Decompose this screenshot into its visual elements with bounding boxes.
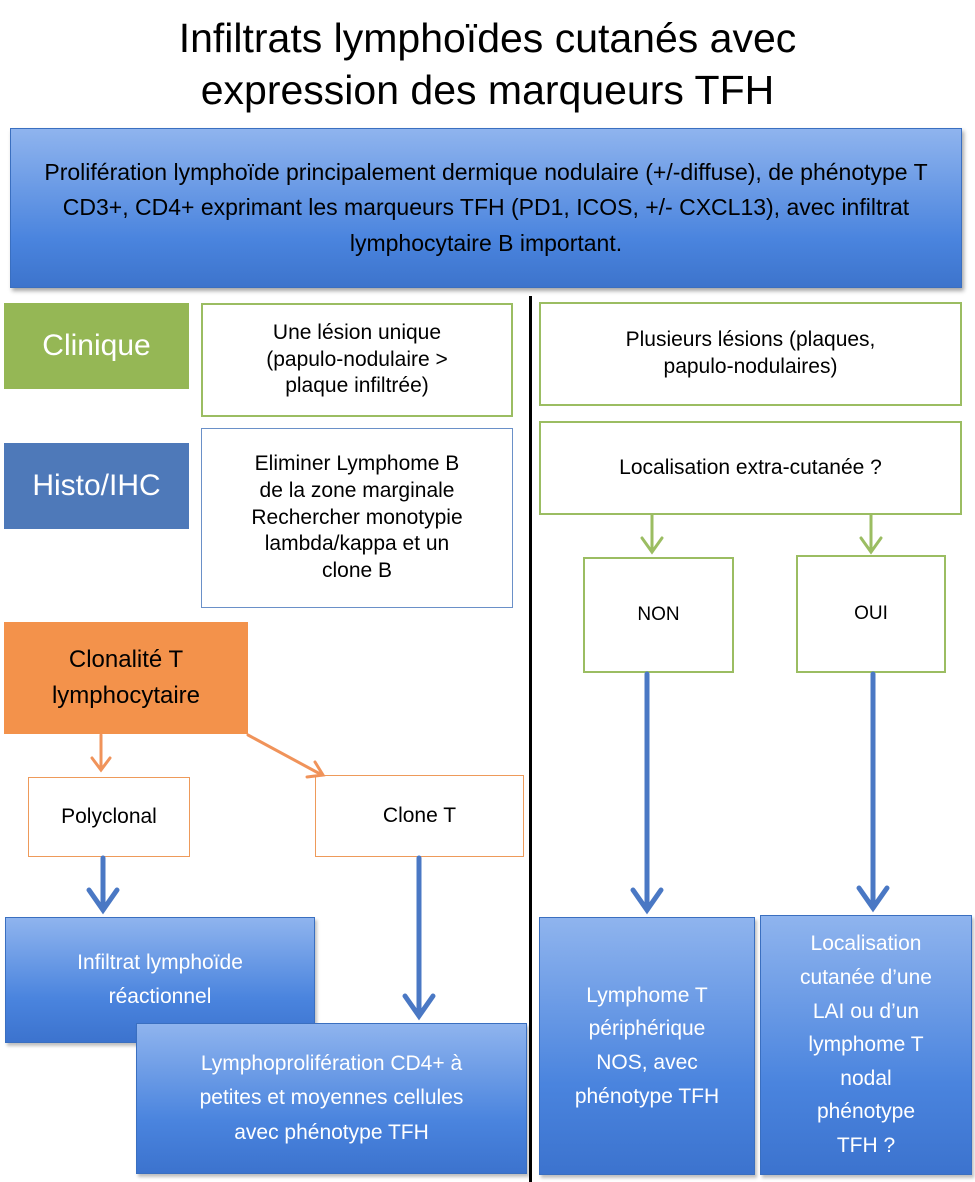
label-clinique: Clinique: [4, 303, 189, 389]
result-infiltrat-reactionnel: Infiltrat lymphoïde réactionnel: [5, 917, 315, 1043]
label-clonalite: Clonalité T lymphocytaire: [4, 622, 248, 734]
definition-banner: Prolifération lymphoïde principalement d…: [10, 128, 962, 288]
diagram-title: Infiltrats lymphoïdes cutanés avec expre…: [178, 15, 797, 114]
arrow-polyclonal-to-infiltrat: [86, 855, 120, 915]
arrow-to-oui: [859, 513, 883, 555]
vertical-divider: [529, 296, 532, 1182]
arrow-to-polyclonal: [90, 733, 112, 773]
box-plusieurs-lesions: Plusieurs lésions (plaques, papulo-nodul…: [539, 302, 962, 406]
result-localisation-lai: Localisation cutanée d’une LAI ou d’un l…: [760, 915, 972, 1175]
arrow-to-non: [640, 513, 664, 555]
arrow-oui-to-lai: [856, 671, 890, 913]
result-lymphome-t-peripherique: Lymphome T périphérique NOS, avec phénot…: [539, 917, 755, 1175]
label-histo-ihc: Histo/IHC: [4, 443, 189, 529]
result-lymphoproliferation-cd4: Lymphoprolifération CD4+ à petites et mo…: [136, 1023, 527, 1174]
box-polyclonal: Polyclonal: [28, 777, 190, 857]
box-non: NON: [583, 557, 734, 673]
box-eliminer-lymphome-b: Eliminer Lymphome B de la zone marginale…: [201, 428, 513, 608]
box-localisation-extra-cutanee: Localisation extra-cutanée ?: [539, 421, 962, 515]
arrow-to-clone-t: [246, 733, 326, 779]
arrow-non-to-lymphome-t: [630, 671, 664, 915]
box-lesion-unique: Une lésion unique (papulo-nodulaire > pl…: [201, 303, 513, 417]
box-oui: OUI: [796, 555, 946, 673]
arrow-clone-t-to-lymphoproliferation: [402, 855, 436, 1021]
